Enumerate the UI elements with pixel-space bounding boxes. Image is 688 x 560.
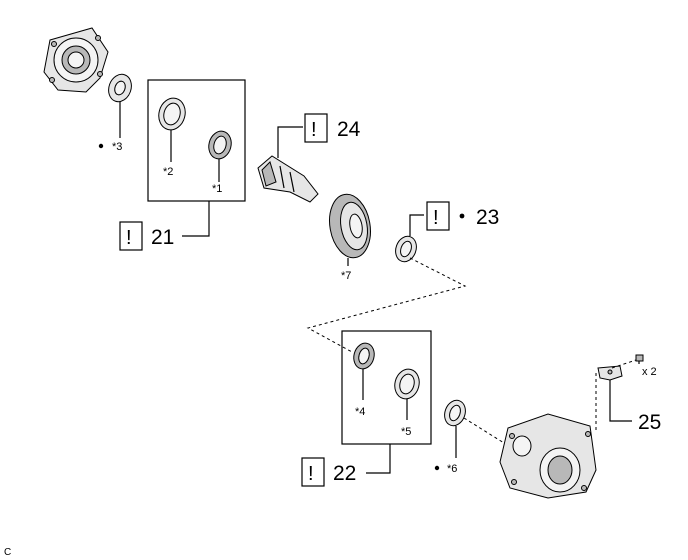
group-22-leader [366,444,391,474]
part-label-6: *6 [447,463,457,475]
pinion-shaft [257,155,319,203]
part-label-1: *1 [212,183,222,195]
bearing-race-5 [394,368,420,420]
transfer-case-housing [499,413,597,499]
warning-icon-22: ! [308,463,314,485]
note-dot-23 [459,213,465,219]
bracket-25 [597,365,623,381]
group-24-leader [277,126,303,158]
bearing-race-2 [158,97,186,162]
callout-22: 22 [333,462,356,485]
figure-code: C [4,547,11,558]
bolt-quantity: x 2 [642,366,657,378]
group-22-box [341,330,432,445]
ring-gear-7 [329,193,371,266]
roller-bearing-4 [353,342,375,400]
warning-icon-24: ! [311,119,317,141]
part-label-4: *4 [355,406,365,418]
group-25-leader [609,380,632,422]
warning-box-22 [301,457,325,487]
group-21-leader [182,201,210,237]
group-21-box [147,79,246,202]
callout-24: 24 [337,118,361,141]
bolt-icon [635,354,644,364]
warning-icon-21: ! [126,227,132,249]
note-dot-6 [434,465,440,471]
alignment-line-1 [306,257,467,353]
part-label-5: *5 [401,426,411,438]
part-label-7: *7 [341,270,351,282]
washer-6 [444,399,466,458]
warning-icon-23: ! [433,207,439,229]
washer-3 [108,73,132,138]
oil-seal-23 [395,235,417,263]
roller-bearing-1 [208,130,232,182]
callout-21: 21 [151,226,174,249]
part-label-3: *3 [112,141,122,153]
extension-housing-cover [43,27,109,93]
warning-box-21 [119,221,143,251]
part-label-2: *2 [163,166,173,178]
group-23-leader [409,214,424,236]
warning-box-23 [426,201,450,231]
alignment-line-4 [611,359,637,369]
callout-25: 25 [638,411,661,434]
note-dot-3 [98,143,104,149]
callout-23: 23 [476,206,499,229]
warning-box-24 [304,113,328,143]
